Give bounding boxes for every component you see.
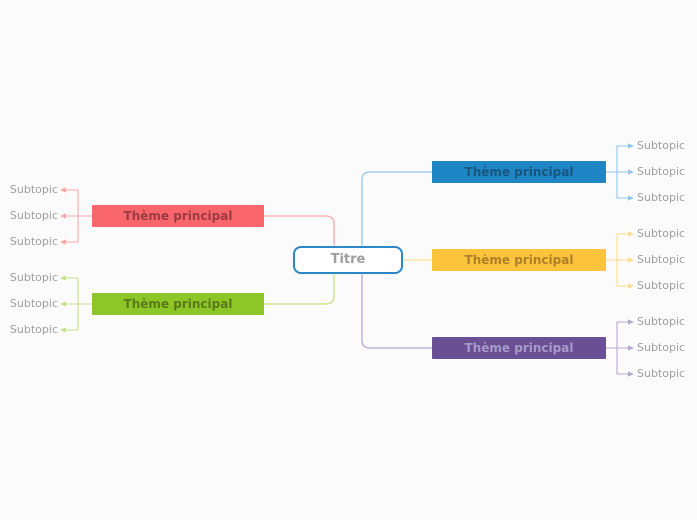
subtopic-label[interactable]: Subtopic — [637, 227, 686, 240]
branch-red-connectors — [60, 187, 335, 246]
connector-root-to-branch — [263, 274, 335, 305]
branch-blue-connectors — [361, 143, 634, 246]
subtopic-label[interactable]: Subtopic — [637, 341, 686, 354]
subtopic-label[interactable]: Subtopic — [9, 183, 58, 196]
subtopic-label[interactable]: Subtopic — [9, 271, 58, 284]
subtopic-arrowhead — [628, 283, 634, 289]
branch-purple-connectors — [361, 274, 634, 377]
subtopic-label[interactable]: Subtopic — [637, 367, 686, 380]
subtopic-arrowhead — [60, 187, 66, 193]
subtopic-label[interactable]: Subtopic — [637, 139, 686, 152]
subtopic-label[interactable]: Subtopic — [637, 279, 686, 292]
subtopic-arrowhead — [628, 319, 634, 325]
subtopic-arrowhead — [60, 301, 66, 307]
connector-root-to-branch — [263, 215, 335, 246]
subtopic-arrowhead — [628, 231, 634, 237]
subtopic-arrowhead — [628, 257, 634, 263]
subtopic-arrowhead — [628, 169, 634, 175]
connector-root-to-branch — [361, 274, 433, 349]
branch-node-green[interactable]: Thème principal — [92, 293, 264, 315]
subtopic-arrowhead — [628, 371, 634, 377]
subtopic-label[interactable]: Subtopic — [637, 315, 686, 328]
subtopic-arrowhead — [628, 195, 634, 201]
subtopic-arrowhead — [60, 327, 66, 333]
subtopic-arrowhead — [60, 239, 66, 245]
branch-node-yellow[interactable]: Thème principal — [432, 249, 606, 271]
subtopic-arrowhead — [628, 143, 634, 149]
branch-yellow-connectors — [402, 231, 634, 289]
subtopic-arrowhead — [628, 345, 634, 351]
subtopic-label[interactable]: Subtopic — [9, 235, 58, 248]
subtopic-arrowhead — [60, 213, 66, 219]
subtopic-label[interactable]: Subtopic — [637, 165, 686, 178]
branch-node-red[interactable]: Thème principal — [92, 205, 264, 227]
subtopic-label[interactable]: Subtopic — [637, 191, 686, 204]
connector-root-to-branch — [361, 171, 433, 246]
root-node[interactable]: Titre — [293, 246, 403, 274]
branch-node-blue[interactable]: Thème principal — [432, 161, 606, 183]
subtopic-label[interactable]: Subtopic — [9, 209, 58, 222]
subtopic-label[interactable]: Subtopic — [637, 253, 686, 266]
branch-green-connectors — [60, 274, 335, 333]
subtopic-arrowhead — [60, 275, 66, 281]
subtopic-label[interactable]: Subtopic — [9, 297, 58, 310]
subtopic-label[interactable]: Subtopic — [9, 323, 58, 336]
branch-node-purple[interactable]: Thème principal — [432, 337, 606, 359]
